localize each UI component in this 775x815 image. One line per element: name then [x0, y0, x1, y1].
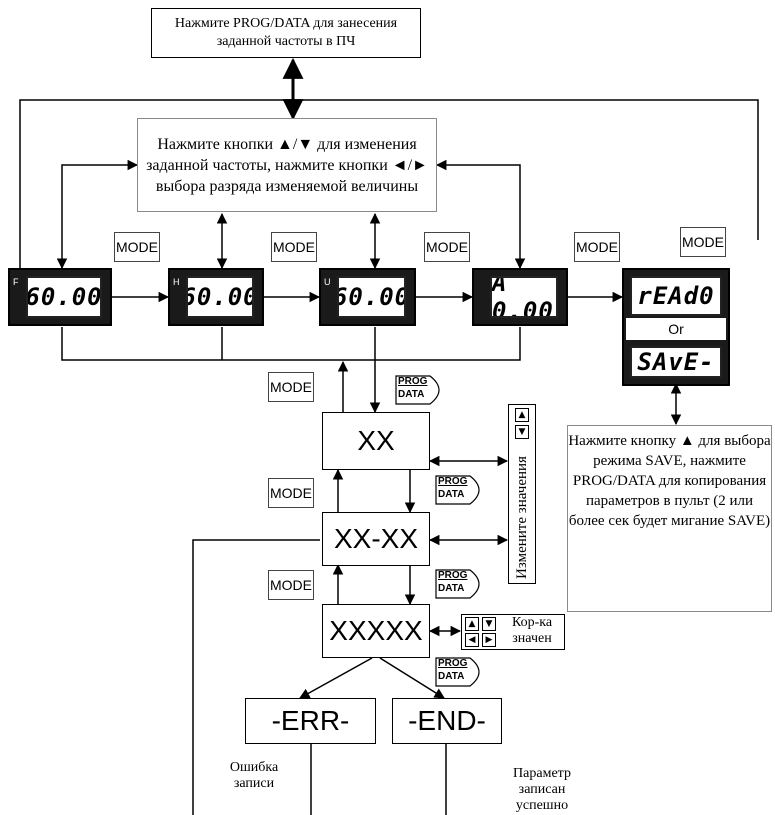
change-value-label: Измените значения — [513, 455, 530, 579]
code-xxxxx: XXXXX — [322, 604, 430, 658]
left-arrow-icon[interactable]: ◀ — [465, 633, 479, 647]
code-xx-xx: XX-XX — [322, 512, 430, 566]
down-arrow-icon[interactable]: ▼ — [482, 617, 496, 631]
down-arrow-icon[interactable]: ▼ — [515, 425, 529, 439]
mode-button[interactable]: MODE — [680, 227, 726, 257]
display-read-save: rEAd0 Or SAvE- — [622, 268, 730, 386]
mode-button[interactable]: MODE — [574, 232, 620, 262]
mode-button[interactable]: MODE — [268, 570, 314, 600]
prog-data-key-icon[interactable]: PROG DATA — [434, 568, 490, 600]
correct-value-label: Кор-ка значен — [511, 615, 553, 646]
right-arrow-icon[interactable]: ▶ — [482, 633, 496, 647]
up-arrow-icon[interactable]: ▲ — [515, 408, 529, 422]
display-u: U 60.00 — [319, 268, 416, 326]
mode-button[interactable]: MODE — [271, 232, 317, 262]
prog-data-key-icon[interactable]: PROG DATA — [434, 474, 490, 506]
note-change-frequency: Нажмите кнопки ▲/▼ для изменения заданно… — [137, 118, 437, 212]
mode-button[interactable]: MODE — [114, 232, 160, 262]
note-prog-data-save: Нажмите PROG/DATA для занесения заданной… — [151, 8, 421, 58]
display-f-value: 60.00 — [26, 276, 102, 318]
or-label: Or — [626, 318, 726, 340]
display-a-value: A 0.00 — [490, 276, 558, 318]
up-arrow-icon[interactable]: ▲ — [465, 617, 479, 631]
display-u-value: 60.00 — [337, 276, 406, 318]
display-h-value: 60.00 — [186, 276, 254, 318]
display-f: F 60.00 — [8, 268, 112, 326]
display-h: H 60.00 — [168, 268, 264, 326]
display-read-value: rEAd0 — [630, 276, 722, 316]
note-save-mode: Нажмите кнопку ▲ для выбора режима SAVE,… — [567, 425, 772, 612]
mode-button[interactable]: MODE — [268, 372, 314, 402]
prog-data-key-icon[interactable]: PROG DATA — [434, 656, 490, 688]
success-caption: Параметр записан успешно — [513, 766, 571, 813]
code-end: -END- — [392, 698, 502, 744]
display-a: A 0.00 — [472, 268, 568, 326]
code-err: -ERR- — [245, 698, 376, 744]
prog-data-key-icon[interactable]: PROG DATA — [394, 374, 450, 406]
code-xx: XX — [322, 412, 430, 470]
mode-button[interactable]: MODE — [268, 478, 314, 508]
error-caption: Ошибка записи — [229, 760, 279, 791]
mode-button[interactable]: MODE — [424, 232, 470, 262]
display-save-value: SAvE- — [630, 346, 722, 378]
